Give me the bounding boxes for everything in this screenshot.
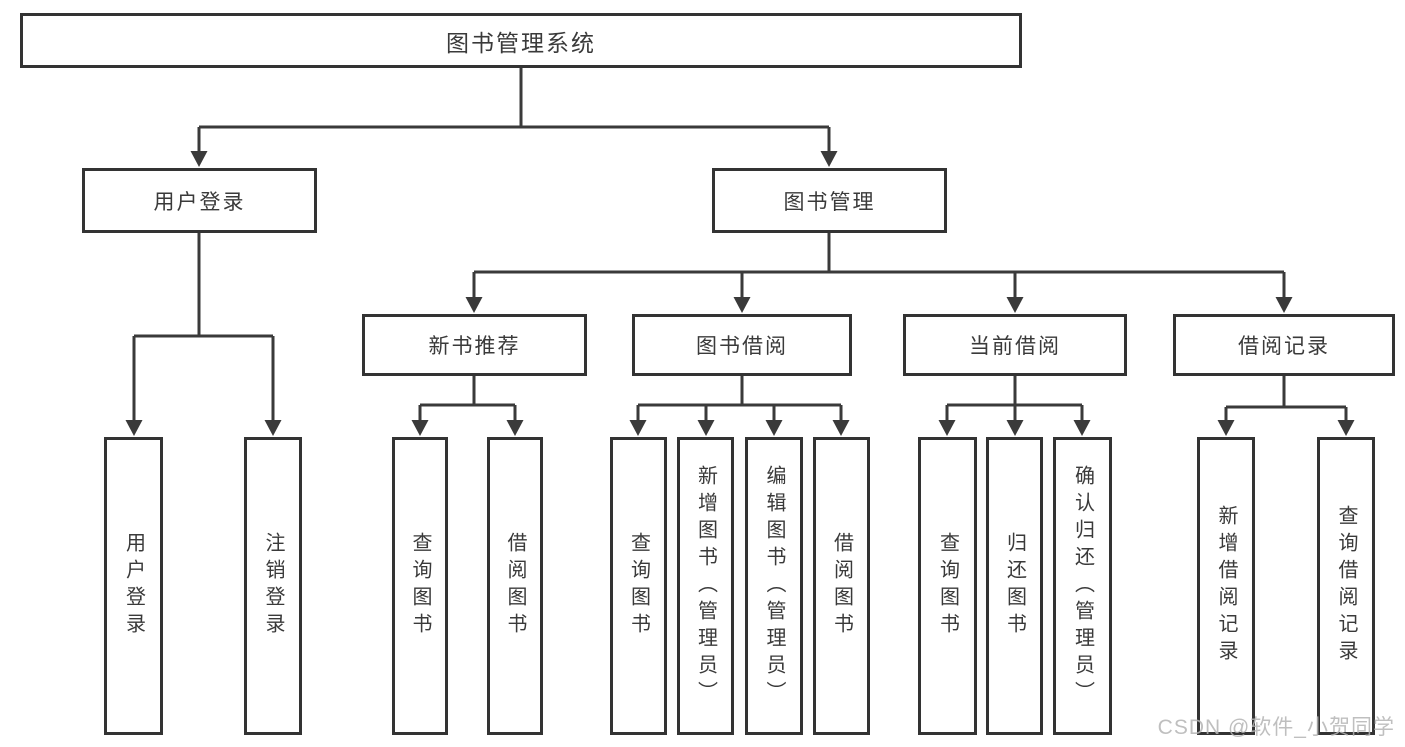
watermark: CSDN @软件_小贺同学 [1157,716,1395,739]
leaf-query-books-current: 查询图书 [918,437,977,735]
node-current-borrowing: 当前借阅 [903,314,1127,376]
leaf-confirm-return-admin: 确认归还（管理员） [1053,437,1112,735]
node-book-borrowing: 图书借阅 [632,314,852,376]
leaf-user-login: 用户登录 [104,437,163,735]
node-borrowing-records: 借阅记录 [1173,314,1395,376]
leaf-edit-book-admin: 编辑图书（管理员） [745,437,803,735]
leaf-query-books-borrowing: 查询图书 [610,437,667,735]
leaf-add-borrow-record: 新增借阅记录 [1197,437,1255,735]
leaf-add-book-admin: 新增图书（管理员） [677,437,734,735]
node-new-book-recommendation: 新书推荐 [362,314,587,376]
leaf-query-borrow-record: 查询借阅记录 [1317,437,1375,735]
node-library-management-system: 图书管理系统 [20,13,1022,68]
leaf-borrow-books-recommend: 借阅图书 [487,437,543,735]
leaf-logout: 注销登录 [244,437,302,735]
leaf-borrow-books-borrowing: 借阅图书 [813,437,870,735]
node-book-management: 图书管理 [712,168,947,233]
leaf-return-book: 归还图书 [986,437,1043,735]
leaf-query-books-recommend: 查询图书 [392,437,448,735]
node-user-login: 用户登录 [82,168,317,233]
